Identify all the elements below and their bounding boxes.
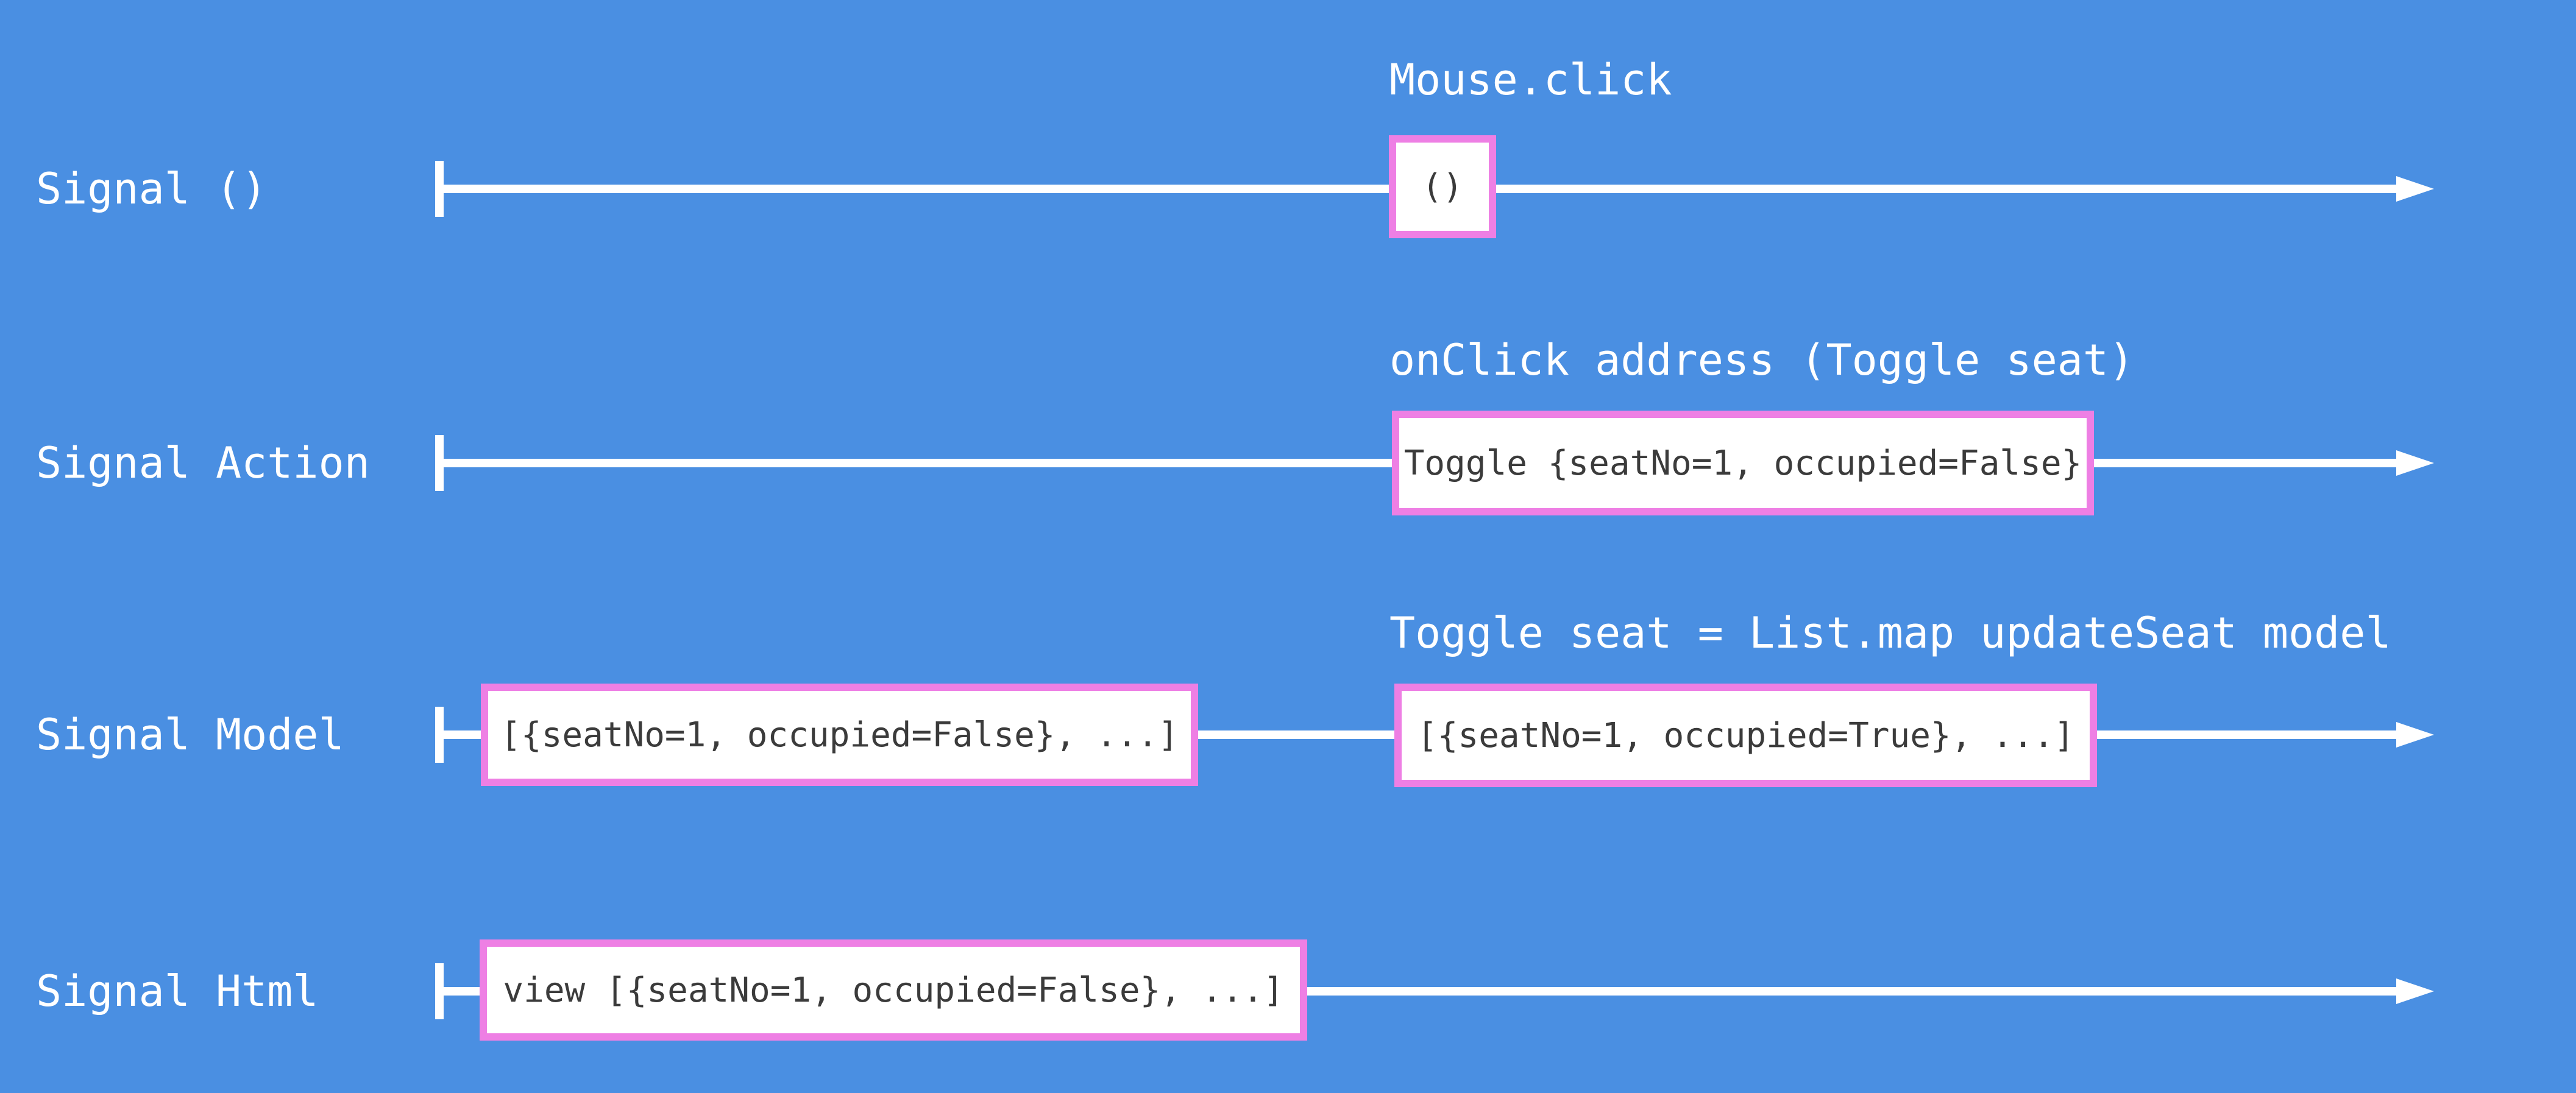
event-box-action-text: Toggle {seatNo=1, occupied=False} (1403, 443, 2082, 483)
event-box-model-initial: [{seatNo=1, occupied=False}, ...] (481, 684, 1198, 786)
onclick-address-annotation: onClick address (Toggle seat) (1389, 335, 2135, 385)
timeline-arrowhead (2396, 978, 2434, 1004)
event-box-html-view: view [{seatNo=1, occupied=False}, ...] (480, 939, 1307, 1041)
signal-model-label: Signal Model (36, 710, 344, 760)
signal-action-label: Signal Action (36, 438, 370, 488)
timeline-arrowhead (2396, 722, 2434, 748)
event-box-model-updated-text: [{seatNo=1, occupied=True}, ...] (1417, 715, 2074, 755)
event-box-model-initial-text: [{seatNo=1, occupied=False}, ...] (500, 715, 1179, 755)
event-box-unit: () (1389, 135, 1496, 238)
event-box-unit-text: () (1422, 167, 1463, 207)
signal-unit-label: Signal () (36, 164, 268, 214)
event-box-model-updated: [{seatNo=1, occupied=True}, ...] (1394, 684, 2097, 787)
timeline-arrowhead (2396, 450, 2434, 476)
event-box-action: Toggle {seatNo=1, occupied=False} (1392, 411, 2094, 515)
mouse-click-annotation: Mouse.click (1389, 55, 1672, 105)
event-box-html-view-text: view [{seatNo=1, occupied=False}, ...] (503, 970, 1284, 1010)
signal-html-label: Signal Html (36, 966, 319, 1016)
toggle-seat-annotation: Toggle seat = List.map updateSeat model (1389, 608, 2391, 658)
timeline-arrowhead (2396, 176, 2434, 202)
